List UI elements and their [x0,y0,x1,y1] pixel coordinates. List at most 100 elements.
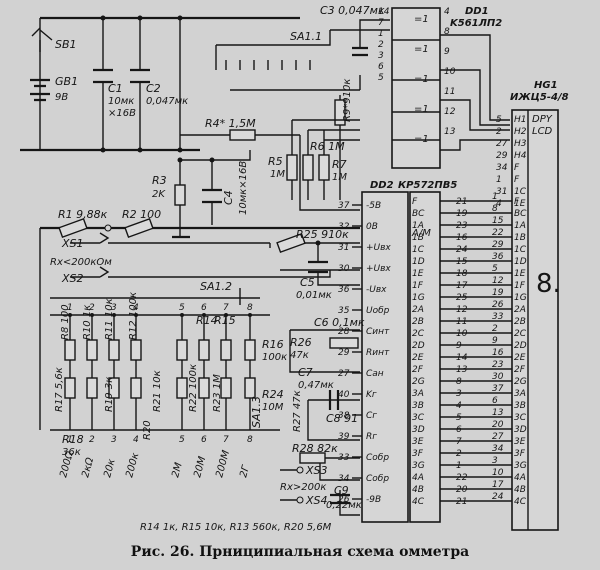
c9-label: C9 [334,484,349,497]
hg1-display [511,109,559,531]
hg1-segment-name: 1E [514,269,526,279]
hg1-segment-pin-number: 6 [492,396,498,406]
integrator-section [280,329,360,516]
range-label: 2Г [238,463,252,479]
switch-position-bottom: 4 [133,435,139,445]
dd2-right-pin-name: BC [412,209,425,219]
dd2-right-pin-name: 3C [412,413,425,423]
range-resistor-upper [198,339,210,361]
range-resistor-upper [86,339,98,361]
r9-label: R9*910к [342,79,353,122]
hg1-pin-number: 27 [496,139,508,149]
junction-dot [224,313,228,317]
switch-position-bottom: 8 [247,435,253,445]
hg1-segment-pin-number: 17 [492,480,504,490]
hg1-segment-pin-number: 16 [492,348,504,358]
r14-label: R14 [196,314,218,327]
hg1-segment-pin-number: 1 [492,192,498,202]
dd1-gate: =1 [414,134,429,145]
xs3-label: XS3 [305,464,328,477]
c5-value: 0,01мк [296,290,332,301]
range-resistor-upper [220,339,232,361]
dd2-right-pin-name: 1D [412,257,425,267]
dd2-left-pin-number: 29 [338,348,350,358]
dd1-pin: 2 [378,40,384,50]
range-resistor-lower [86,377,98,399]
r25-label: R25 910к [296,228,349,241]
dd2-right-pin-number: 7 [456,437,462,447]
hg1-segment-pin-number: 12 [492,276,504,286]
dd2-left-pin-name: Rг [366,432,377,442]
dd2-left-pin-name: Kг [366,390,377,400]
r16-label: R16 [262,338,284,351]
dd2-left-pin-number: 37 [338,201,350,211]
dd2-left-pin-name: Cобр [366,453,389,463]
hg1-segment-pin-number: 30 [492,372,504,382]
hg1-segment-pin-number: 9 [492,336,498,346]
r23-label: R23 1M [212,374,223,412]
hg1-pin-number: 1 [496,175,502,185]
dd2-right-pin-number: 13 [456,365,468,375]
range-resistor-upper [244,339,256,361]
r17-label: R17 5,6к [54,367,65,412]
range-resistor-lower [176,377,188,399]
hg1-segment-name: 3F [514,449,526,459]
hg1-pin-number: 4 [496,199,502,209]
hg1-type: ИЖЦ5-4/8 [510,92,569,103]
range-resistor-upper [176,339,188,361]
r4-label: R4* 1,5M [205,117,256,130]
dd2-right-pin-number: 8 [456,377,462,387]
dd2-right-pin-number: 4 [456,401,462,411]
r16-value: 100к [262,352,287,363]
dd2-right-pin-number: 14 [456,353,468,363]
dd2-right-pin-name: 1F [412,281,424,291]
dd2-left-pin-name: Rинт [366,348,390,358]
sb1-label: SB1 [55,38,77,51]
dd2-left-pin-number: 32 [338,222,350,232]
hg1-pin-name: F [514,175,520,185]
hg1-segment-name: 1F [514,281,526,291]
hg1-segment-name: 2A [514,305,526,315]
dd2-right-pin-name: 1E [412,269,424,279]
hg1-pin-number: 31 [496,187,507,197]
dd2-right-pin-number: 18 [456,269,468,279]
range-resistor-lower [198,377,210,399]
hg1-segment-name: 2G [514,377,527,387]
resistor-footnote: R14 1к, R15 10к, R13 560к, R20 5,6M [140,522,332,533]
dd2-left-pin-number: 34 [338,474,350,484]
hg1-segment-name: 3D [514,425,527,435]
input-section [39,217,360,430]
range-resistor-network [50,288,280,431]
dd2-right-pin-name: 3D [412,425,425,435]
hg1-segment-pin-number: 33 [492,312,504,322]
c5-label: C5 [300,276,315,289]
hg1-segment-name: 1B [514,233,526,243]
sa13-label: SA1.3 [250,396,263,428]
dd2-right-pin-number: 16 [456,233,468,243]
dd2-right-pin-name: 1G [412,293,425,303]
range-label: 200M [214,449,232,479]
hg1-segment-pin-number: 19 [492,288,504,298]
dd2-left-pin-number: 33 [338,453,350,463]
hg1-segment-pin-number: 36 [492,252,504,262]
hg1-pin-name: 1E [514,199,526,209]
dd1-pin: 9 [444,47,450,57]
dd2-right-pin-number: 6 [456,425,462,435]
hg1-pin-name: H1 [514,115,527,125]
r7-label: R7 [332,158,347,171]
dd2-left-pin-name: -Uвх [366,285,387,295]
switch-position-top: 3 [111,303,117,313]
dd2-right-pin-number: 1 [456,461,462,471]
r27-label: R27 47к [292,390,303,432]
switch-position-top: 6 [201,303,207,313]
dd2-right-pin-number: 3 [456,389,462,399]
dd2-right-pin-number: 2 [456,449,462,459]
dd2-right-pin-number: 11 [456,317,467,327]
dd2-left-pin-name: 0B [366,222,378,232]
r6-label: R6 1M [310,140,345,153]
dd2-left-pin-number: 39 [338,432,350,442]
dd2-right-pin-name: 2A [412,305,424,315]
switch-position-top: 4 [133,303,139,313]
dd1-type: K561ЛП2 [450,18,502,29]
